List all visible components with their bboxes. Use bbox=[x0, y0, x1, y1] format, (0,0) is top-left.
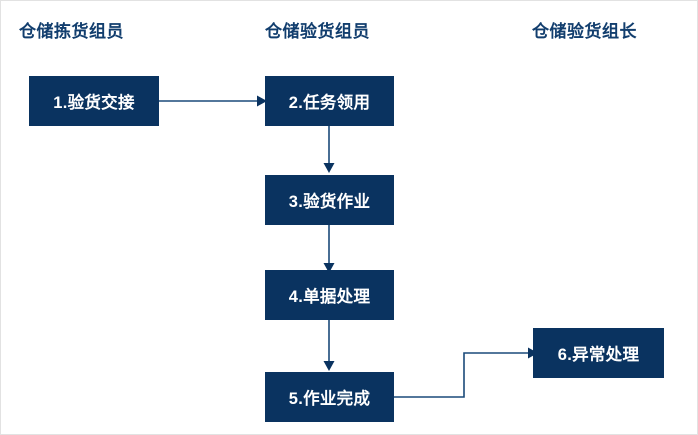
lane-header-inspection-staff: 仓储验货组员 bbox=[265, 22, 370, 41]
edge-document-processing-to-work-complete bbox=[315, 319, 343, 373]
edge-verification-handover-to-task-claim bbox=[157, 87, 269, 115]
node-task-claim[interactable]: 2.任务领用 bbox=[265, 76, 394, 126]
node-document-processing[interactable]: 4.单据处理 bbox=[265, 270, 394, 320]
node-work-complete[interactable]: 5.作业完成 bbox=[265, 372, 394, 422]
edge-inspection-work-to-document-processing bbox=[315, 225, 343, 275]
edge-work-complete-to-exception-handling bbox=[391, 345, 541, 405]
node-exception-handling[interactable]: 6.异常处理 bbox=[533, 328, 664, 378]
lane-header-picking-staff: 仓储拣货组员 bbox=[19, 22, 124, 41]
edge-task-claim-to-inspection-work bbox=[315, 125, 343, 175]
node-inspection-work[interactable]: 3.验货作业 bbox=[265, 175, 394, 225]
lane-header-inspection-leader: 仓储验货组长 bbox=[532, 22, 637, 41]
node-verification-handover[interactable]: 1.验货交接 bbox=[29, 76, 159, 126]
